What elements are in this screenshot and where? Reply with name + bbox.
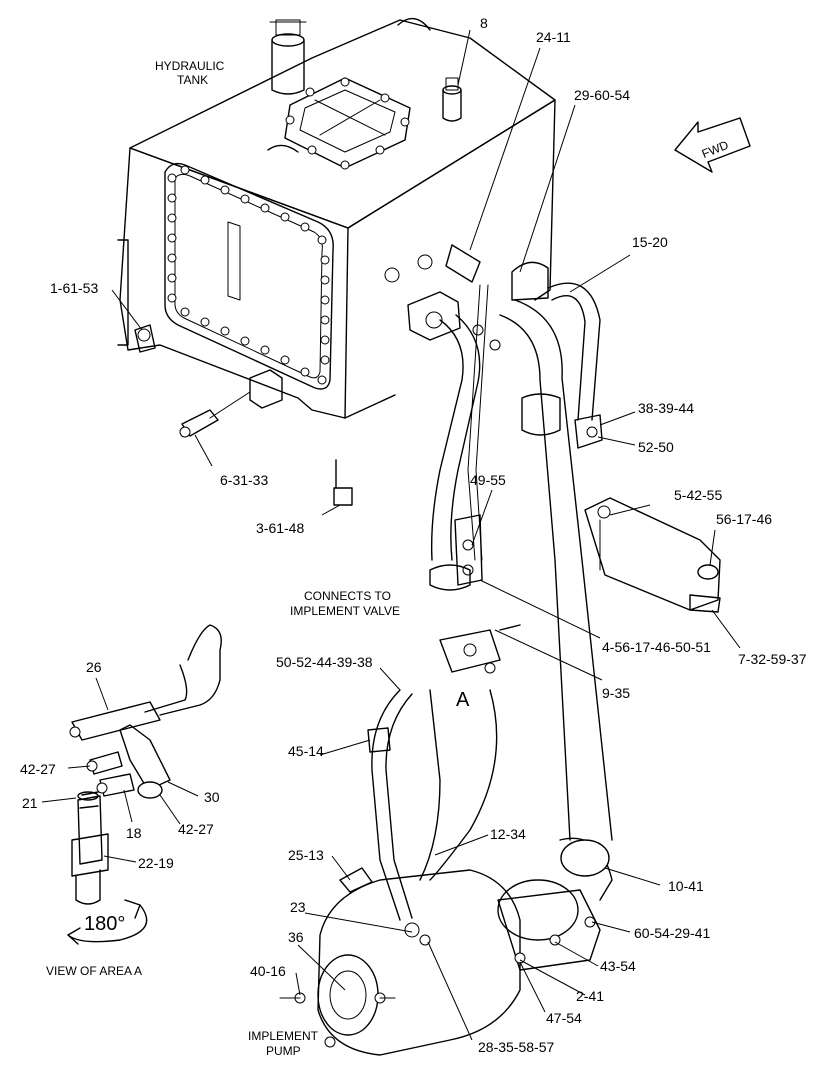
hydraulic-tank	[117, 17, 556, 506]
connects-to-label-line2: IMPLEMENT VALVE	[290, 604, 400, 618]
part-9-35-label: 9-35	[602, 685, 630, 701]
part-56-17-46-label: 56-17-46	[716, 511, 772, 527]
area-a-label: A	[456, 689, 470, 711]
part-38-39-44-label: 38-39-44	[638, 400, 694, 416]
part-21-label: 21	[22, 795, 38, 811]
part-24-11-label: 24-11	[536, 29, 571, 45]
fwd-arrow: FWD	[674, 117, 751, 173]
connects-to-label-line1: CONNECTS TO	[304, 589, 391, 603]
part-52-50-label: 52-50	[638, 439, 674, 455]
fwd-label: FWD	[700, 138, 731, 161]
part-22-19-label: 22-19	[138, 855, 174, 871]
part-42-27-lower-label: 42-27	[178, 821, 214, 837]
part-40-16-label: 40-16	[250, 963, 286, 979]
part-36-label: 36	[288, 929, 304, 945]
part-42-27-upper-label: 42-27	[20, 761, 56, 777]
part-60-54-29-41-label: 60-54-29-41	[634, 925, 710, 941]
hydraulic-tank-label-line1: HYDRAULIC	[155, 59, 225, 73]
rotation-180-label: 180°	[84, 913, 125, 935]
implement-pump-label-line1: IMPLEMENT	[248, 1029, 319, 1043]
implement-pump	[279, 867, 601, 1056]
part-43-54-label: 43-54	[600, 958, 636, 974]
part-47-54-label: 47-54	[546, 1010, 582, 1026]
part-6-31-33-label: 6-31-33	[220, 472, 268, 488]
part-30-label: 30	[204, 789, 220, 805]
part-5-42-55-label: 5-42-55	[674, 487, 722, 503]
part-4-56-17-46-50-51-label: 4-56-17-46-50-51	[602, 639, 711, 655]
part-3-61-48-label: 3-61-48	[256, 520, 304, 536]
part-18-label: 18	[126, 825, 142, 841]
part-23-label: 23	[290, 899, 306, 915]
part-15-20-label: 15-20	[632, 234, 668, 250]
part-10-41-label: 10-41	[668, 878, 704, 894]
part-25-13-label: 25-13	[288, 847, 324, 863]
part-1-61-53-label: 1-61-53	[50, 280, 98, 296]
part-49-55-label: 49-55	[470, 472, 506, 488]
part-26-label: 26	[86, 659, 102, 675]
leader-lines	[41, 29, 741, 1041]
part-2-41-label: 2-41	[576, 988, 604, 1004]
part-45-14-label: 45-14	[288, 743, 324, 759]
part-8-label: 8	[480, 15, 488, 31]
part-labels: HYDRAULIC TANK 8 24-11 29-60-54 15-20 1-…	[20, 15, 807, 1058]
view-of-area-a	[67, 624, 222, 945]
part-50-52-44-39-38-label: 50-52-44-39-38	[276, 654, 373, 670]
hoses	[367, 244, 721, 921]
part-28-35-58-57-label: 28-35-58-57	[478, 1039, 554, 1055]
part-12-34-label: 12-34	[490, 826, 526, 842]
part-7-32-59-37-label: 7-32-59-37	[738, 651, 807, 667]
part-29-60-54-label: 29-60-54	[574, 87, 630, 103]
view-of-area-a-label: VIEW OF AREA A	[46, 964, 142, 978]
implement-pump-label-line2: PUMP	[266, 1044, 301, 1058]
hydraulic-tank-label-line2: TANK	[177, 73, 208, 87]
